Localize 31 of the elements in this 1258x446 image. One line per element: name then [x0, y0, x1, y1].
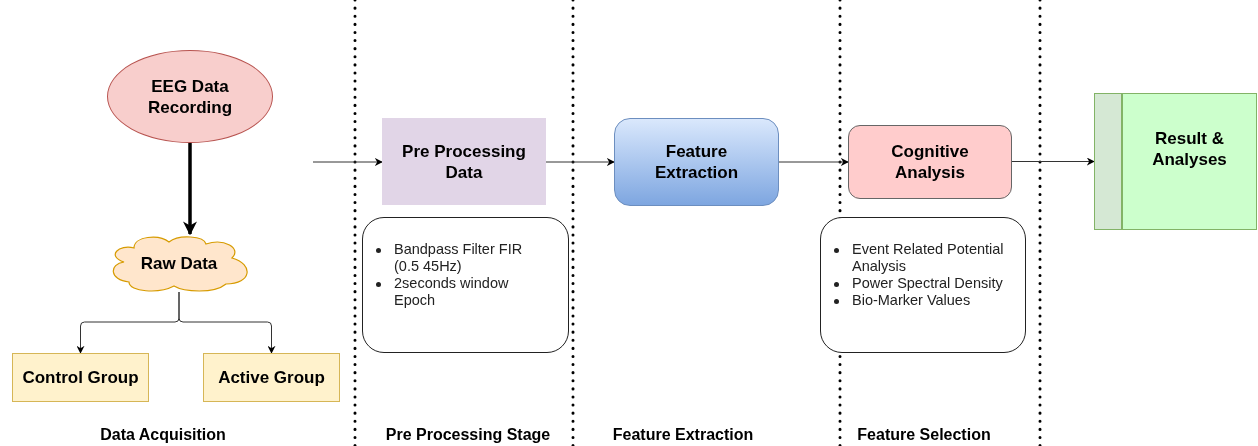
- node-label: Pre Processing Data: [401, 140, 527, 183]
- arrow: [178, 291, 276, 354]
- node-label: Cognitive Analysis: [890, 141, 970, 183]
- node-label: Control Group: [22, 367, 139, 388]
- stage-label: Pre Processing Stage: [385, 425, 551, 445]
- process-box: [12, 353, 149, 402]
- stage-label: Data Acquisition: [100, 425, 226, 445]
- node-label: EEG Data Recording: [146, 75, 234, 118]
- arrow: [545, 158, 615, 166]
- arrow: [312, 158, 383, 166]
- bullet-text: Bandpass Filter FIR (0.5 45Hz): [394, 241, 524, 275]
- arrow: [778, 158, 849, 166]
- note-box: [362, 217, 569, 353]
- arrow: [1011, 157, 1095, 166]
- result-box: [1094, 93, 1257, 230]
- node-label: Active Group: [218, 367, 325, 388]
- process-box: [848, 125, 1012, 199]
- note-box: [820, 217, 1026, 353]
- node-label: Feature Extraction: [653, 141, 740, 183]
- node-label: Raw Data: [140, 252, 218, 274]
- stage-label: Feature Extraction: [612, 425, 754, 445]
- process-box: [203, 353, 340, 402]
- bullet-text: 2seconds window Epoch: [394, 275, 510, 309]
- bullet-text: Power Spectral Density: [852, 275, 1003, 292]
- process-box: [382, 118, 546, 205]
- bullet-text: Bio-Marker Values: [852, 292, 971, 309]
- bullet-text: Event Related Potential Analysis: [852, 241, 1005, 275]
- arrow: [183, 143, 197, 236]
- node-label: Result & Analyses: [1151, 128, 1228, 170]
- process-box: [614, 118, 779, 206]
- stage-label: Feature Selection: [857, 425, 991, 445]
